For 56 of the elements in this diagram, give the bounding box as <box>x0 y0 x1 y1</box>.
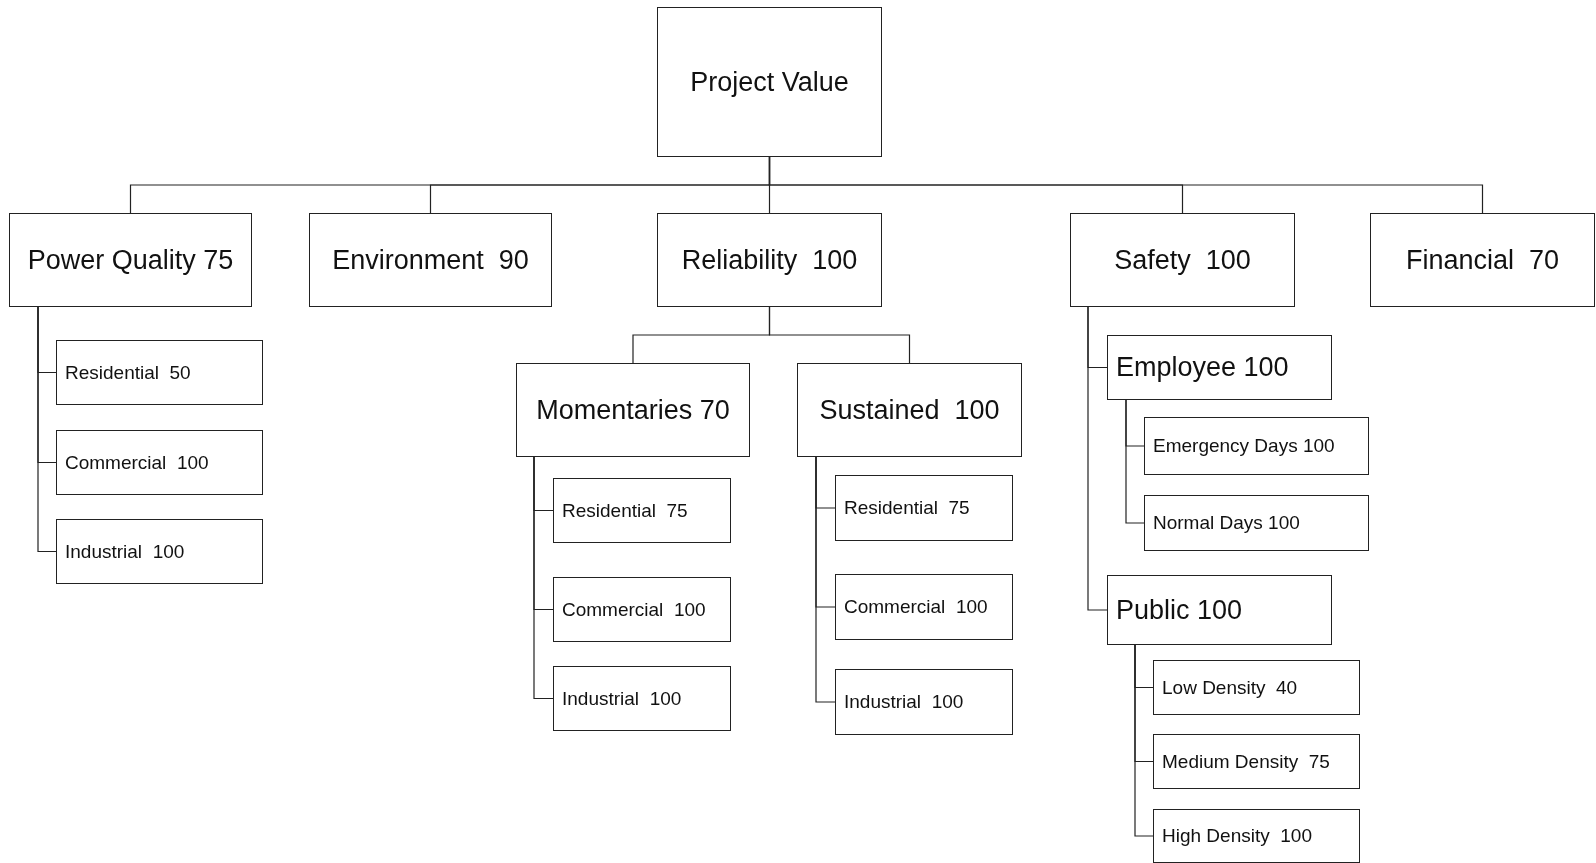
box-label: Safety 100 <box>1114 244 1251 276</box>
box-label: Emergency Days 100 <box>1153 435 1335 457</box>
box-label: Public 100 <box>1116 594 1243 626</box>
tree-box <box>1153 660 1360 715</box>
tree-box <box>1370 213 1595 307</box>
tree-box <box>309 213 552 307</box>
box-label: Project Value <box>690 66 849 98</box>
tree-box <box>1107 575 1332 645</box>
box-label: Commercial 100 <box>844 596 988 618</box>
box-label: Industrial 100 <box>562 687 682 710</box>
connector-line <box>1134 644 1154 837</box>
box-label: Medium Density 75 <box>1162 750 1330 773</box>
box-label: Industrial 100 <box>844 691 964 713</box>
tree-box <box>1144 417 1369 475</box>
connector-line <box>815 456 836 703</box>
tree-box <box>1070 213 1295 307</box>
box-label: Momentaries 70 <box>536 394 730 426</box>
box-label: Industrial 100 <box>65 540 185 563</box>
tree-box <box>516 363 750 457</box>
tree-box <box>1153 734 1360 789</box>
tree-box <box>9 213 252 307</box>
tree-box <box>657 213 882 307</box>
box-label: Commercial 100 <box>562 598 706 621</box>
tree-box <box>56 519 263 584</box>
box-label: Sustained 100 <box>819 394 1000 426</box>
box-label: Reliability 100 <box>681 244 858 276</box>
tree-box <box>56 340 263 405</box>
connector-line <box>768 306 911 364</box>
tree-box <box>797 363 1022 457</box>
box-label: Power Quality 75 <box>27 244 234 276</box>
tree-box <box>1144 495 1369 551</box>
tree-box <box>835 669 1013 735</box>
box-label: Commercial 100 <box>65 451 209 474</box>
tree-box <box>657 7 882 157</box>
connector-line <box>1087 306 1108 611</box>
box-label: Financial 70 <box>1405 244 1560 276</box>
box-label: Low Density 40 <box>1162 676 1298 699</box>
tree-box <box>553 577 731 642</box>
box-label: Residential 75 <box>562 499 688 522</box>
box-label: Residential 50 <box>65 361 191 384</box>
box-label: High Density 100 <box>1162 825 1312 847</box>
tree-box <box>1107 335 1332 400</box>
box-label: Employee 100 <box>1116 352 1289 383</box>
tree-box <box>835 574 1013 640</box>
box-label: Residential 75 <box>844 497 970 519</box>
tree-box <box>56 430 263 495</box>
tree-box <box>553 666 731 731</box>
tree-box <box>1153 809 1360 863</box>
box-label: Normal Days 100 <box>1153 512 1300 534</box>
tree-box <box>553 478 731 543</box>
connector-line <box>768 156 1484 214</box>
connector-line <box>1125 399 1145 524</box>
connector-line <box>533 456 554 700</box>
box-label: Environment 90 <box>332 244 529 276</box>
tree-box <box>835 475 1013 541</box>
connector-line <box>37 306 57 553</box>
